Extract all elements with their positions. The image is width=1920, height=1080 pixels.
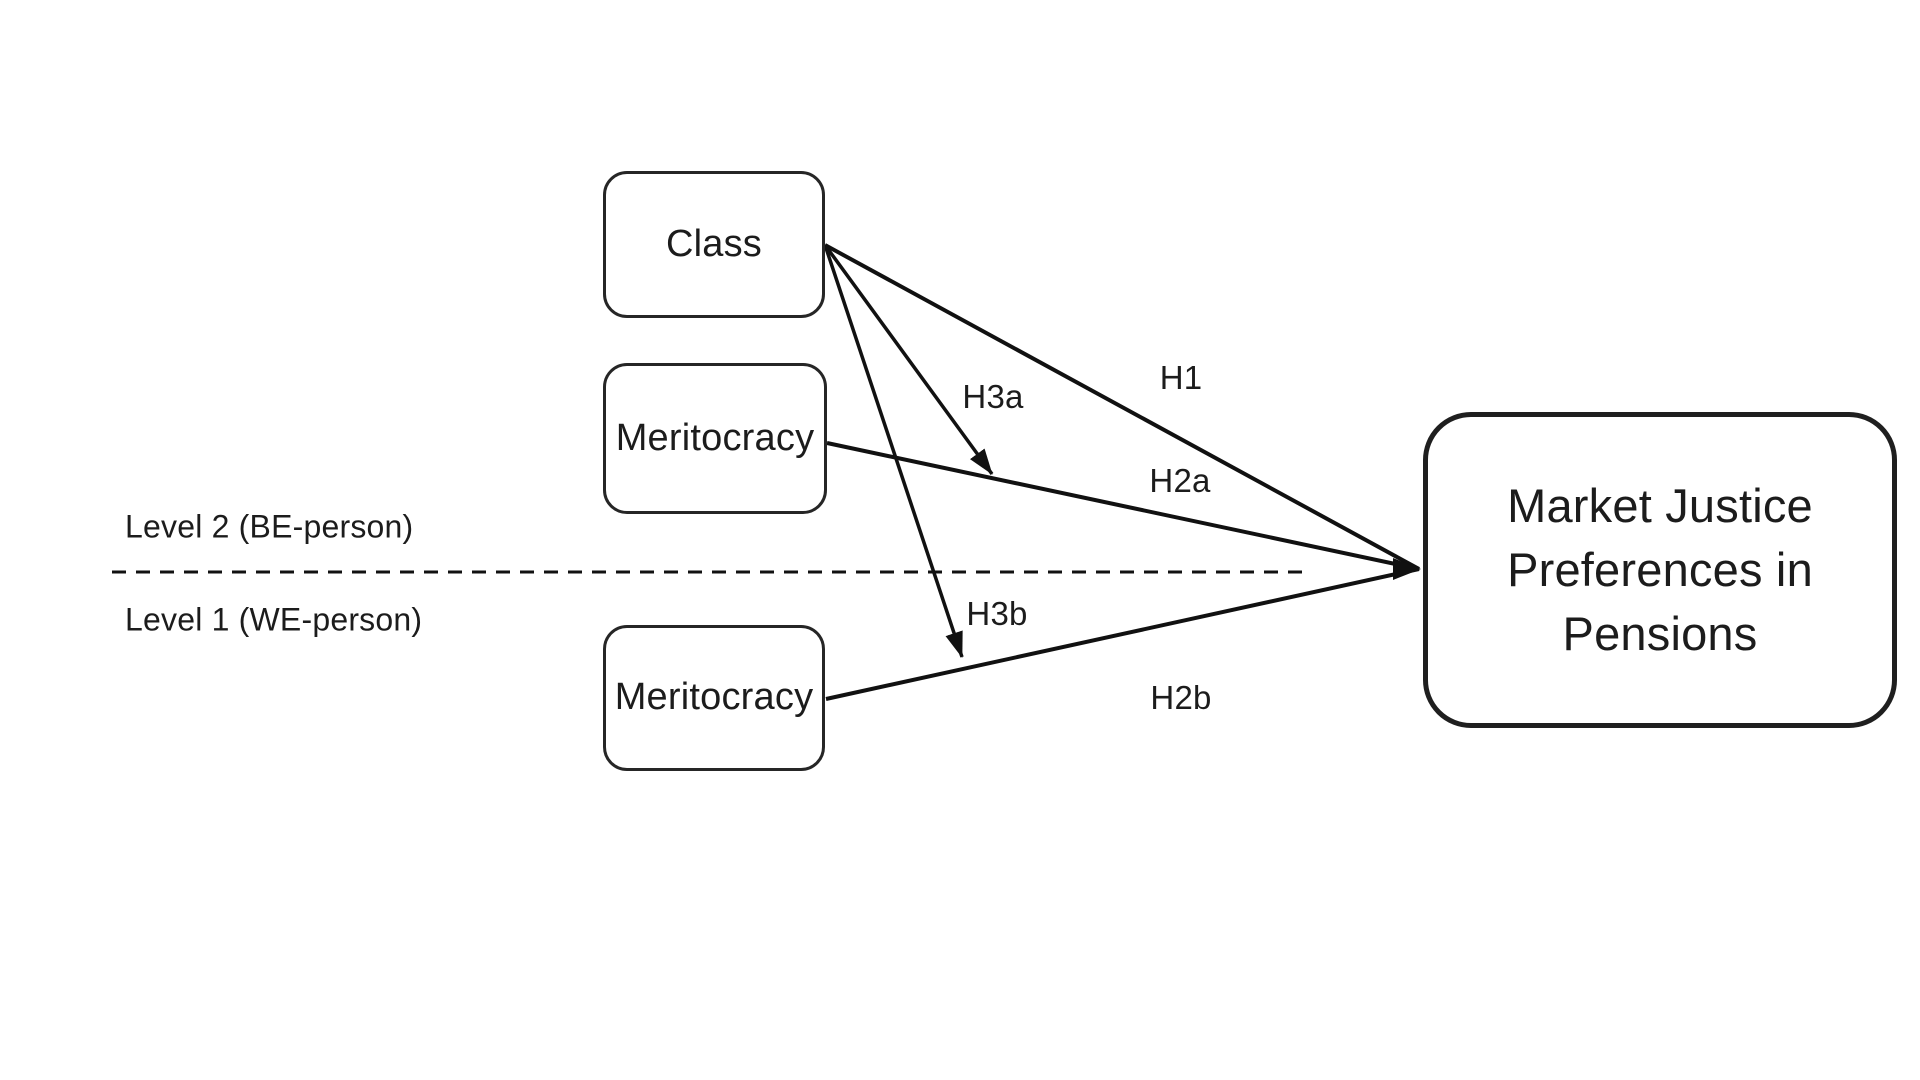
h2b-arrow [825,567,1420,701]
outcome-node: Market Justice Preferences in Pensions [1423,412,1897,728]
meritocracy-be-node-label: Meritocracy [615,416,815,459]
outcome-node-label-line-2: Preferences in [1507,543,1813,596]
class-node-label: Class [665,222,763,265]
h2a-arrow [826,441,1420,571]
class-node: Class [603,171,825,318]
meritocracy-be-node: Meritocracy [603,363,827,514]
h3a-label: H3a [962,378,1024,415]
h2b-label: H2b [1150,679,1212,716]
h3b-arrow [823,244,964,658]
h1-arrow [824,243,1420,571]
converging-arrowhead-icon [1393,558,1421,580]
outcome-node-label-line-1: Market Justice [1507,479,1813,532]
h3b-label: H3b [966,595,1028,632]
h1-label: H1 [1159,359,1203,396]
h3a-arrow [823,243,994,476]
meritocracy-we-node-label: Meritocracy [614,676,814,719]
outcome-node-label-line-3: Pensions [1562,607,1758,660]
meritocracy-we-node: Meritocracy [603,625,825,771]
level-2-label: Level 2 (BE-person) [125,508,414,545]
level-1-label: Level 1 (WE-person) [125,601,423,638]
h2a-label: H2a [1149,462,1211,499]
